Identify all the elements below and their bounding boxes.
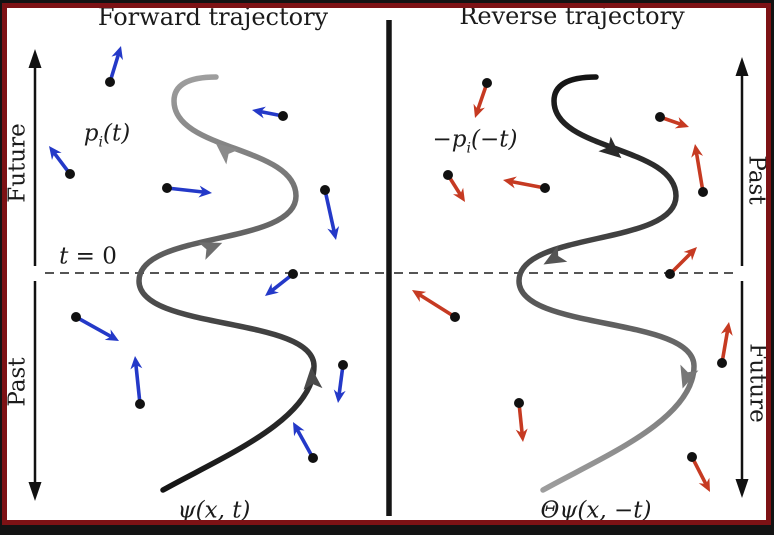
momentum-arrowhead-icon (412, 290, 427, 302)
particle-dot (698, 187, 708, 197)
momentum-arrowhead-icon (452, 187, 465, 202)
particle-dot (687, 452, 697, 462)
momentum-arrowhead-icon (104, 329, 119, 341)
time-zero-label: t = 0 (59, 243, 117, 270)
momentum-subscript: i (466, 140, 472, 157)
reverse-trajectory-curve (516, 74, 697, 493)
reverse-momentum-label: −pi(−t) (432, 126, 518, 157)
momentum-arrow-reverse (517, 402, 524, 435)
left-past-axis-label: Past (4, 357, 31, 407)
momentum-arrow-forward (337, 364, 345, 396)
forward-wavefunction-label: ψ(x, t) (177, 497, 251, 524)
right-past-axis-label: Past (743, 155, 770, 205)
momentum-argument: (t) (103, 120, 131, 147)
particle-dot (320, 185, 330, 195)
particle-dot (338, 360, 348, 370)
momentum-arrowhead-icon (252, 106, 266, 119)
particle-dot (308, 453, 318, 463)
particle-dot (71, 312, 81, 322)
momentum-arrowhead-icon (111, 46, 123, 61)
left-past-arrowhead-icon (28, 482, 42, 501)
particle-dot (665, 269, 675, 279)
momentum-arrowhead-icon (503, 176, 517, 189)
momentum-arrow-forward (295, 428, 315, 459)
momentum-arrowhead-icon (293, 422, 305, 437)
momentum-arrowhead-icon (327, 226, 340, 240)
momentum-arrowhead-icon (130, 356, 143, 370)
right-future-axis-label: Future (744, 343, 771, 423)
momentum-arrowhead-icon (515, 428, 528, 442)
particle-dot (105, 77, 115, 87)
momentum-subscript: i (98, 134, 104, 151)
momentum-arrow-reverse (694, 151, 705, 193)
momentum-argument: (−t) (471, 126, 518, 153)
momentum-arrow-reverse (690, 456, 708, 486)
reverse-curve-arrowhead-icon (598, 136, 622, 159)
particle-dot (482, 78, 492, 88)
momentum-arrowhead-icon (674, 117, 689, 129)
momentum-arrowhead-icon (333, 389, 346, 403)
particle-dot (135, 399, 145, 409)
reverse-wavefunction-label: Θψ(x, −t) (540, 497, 652, 524)
forward-trajectory-curve (136, 74, 317, 493)
left-future-axis-label: Future (4, 123, 31, 203)
momentum-symbol: p (83, 120, 99, 147)
momentum-symbol: −p (432, 126, 467, 153)
momentum-arrowhead-icon (698, 477, 710, 492)
particle-dot (540, 183, 550, 193)
particle-dot (717, 358, 727, 368)
right-past-arrowhead-icon (735, 57, 749, 76)
left-future-arrowhead-icon (28, 49, 42, 68)
momentum-arrow-forward (323, 189, 337, 233)
particle-dot (514, 398, 524, 408)
particle-dot (288, 269, 298, 279)
momentum-arrowhead-icon (198, 185, 212, 198)
time-variable: t (59, 243, 69, 270)
time-value: = 0 (68, 243, 117, 270)
forward-curve-arrowhead-icon (198, 242, 223, 260)
momentum-arrowhead-icon (683, 247, 697, 261)
momentum-arrow-forward (166, 186, 205, 194)
reverse-curve-arrowhead-icon (680, 364, 699, 389)
momentum-arrow-reverse (510, 179, 546, 190)
momentum-arrow-reverse (720, 329, 730, 364)
particle-dot (655, 112, 665, 122)
momentum-arrowhead-icon (473, 103, 485, 118)
forward-momentum-label: pi(t) (83, 120, 131, 151)
particle-dot (65, 169, 75, 179)
momentum-arrowhead-icon (265, 283, 279, 296)
forward-curve-arrowhead-icon (215, 142, 239, 165)
right-future-arrowhead-icon (735, 479, 749, 498)
momentum-arrow-forward (134, 363, 142, 405)
momentum-arrowhead-icon (720, 322, 733, 336)
particle-dot (162, 183, 172, 193)
forward-trajectory-title: Forward trajectory (97, 3, 329, 31)
momentum-arrow-reverse (668, 251, 693, 276)
momentum-arrow-forward (75, 315, 113, 339)
momentum-arrow-reverse (417, 292, 456, 319)
reverse-trajectory-title: Reverse trajectory (459, 2, 685, 30)
momentum-arrowhead-icon (49, 146, 62, 161)
forward-curve-arrowhead-icon (303, 367, 323, 390)
momentum-arrowhead-icon (691, 144, 704, 158)
particle-dot (443, 170, 453, 180)
particle-dot (278, 111, 288, 121)
reverse-curve-arrowhead-icon (543, 245, 568, 265)
particle-dot (450, 312, 460, 322)
